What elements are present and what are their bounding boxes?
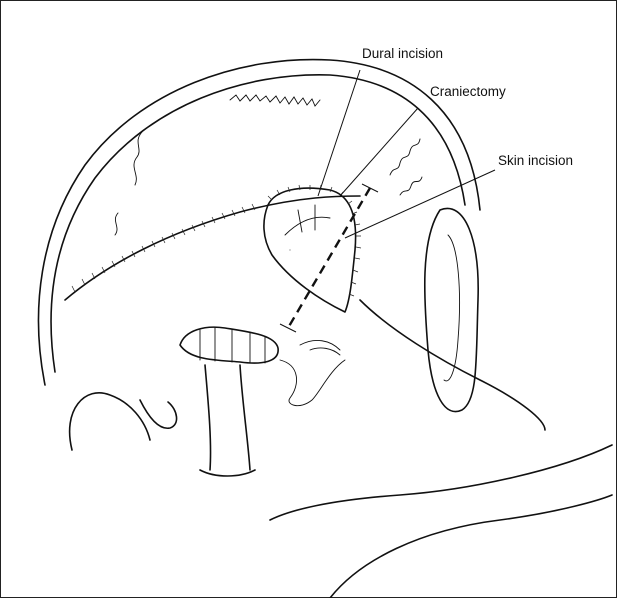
ear	[425, 208, 478, 411]
left-shoulder	[70, 393, 150, 450]
skin-incision-end-top	[362, 184, 378, 192]
craniectomy-opening	[264, 188, 356, 312]
skin-incision-label: Skin incision	[498, 153, 573, 168]
skull-outline	[38, 60, 480, 385]
skull-inner-outline	[51, 75, 465, 372]
dural-incision-line	[285, 205, 330, 250]
vertebra-detail	[280, 360, 345, 406]
retractor-shaft	[205, 365, 250, 470]
skull-base-ridge	[65, 196, 360, 300]
muscle-lines	[300, 340, 340, 355]
back-lower-line	[330, 495, 612, 598]
suture-vertical	[115, 132, 142, 235]
craniectomy-leader	[340, 108, 418, 196]
retractor-base	[200, 470, 255, 476]
skull-base-hatching	[72, 204, 255, 292]
dural-incision-label: Dural incision	[362, 46, 443, 61]
cranial-suture	[230, 95, 320, 106]
occipital-suture-waves	[390, 139, 422, 195]
craniectomy-label: Craniectomy	[430, 84, 506, 99]
dural-incision-leader	[318, 70, 360, 196]
skin-incision-end-bottom	[280, 324, 296, 332]
left-ear-fold	[140, 400, 177, 428]
skin-incision-dashed	[288, 188, 370, 328]
ear-inner	[444, 235, 460, 381]
retractor-top	[180, 327, 278, 363]
